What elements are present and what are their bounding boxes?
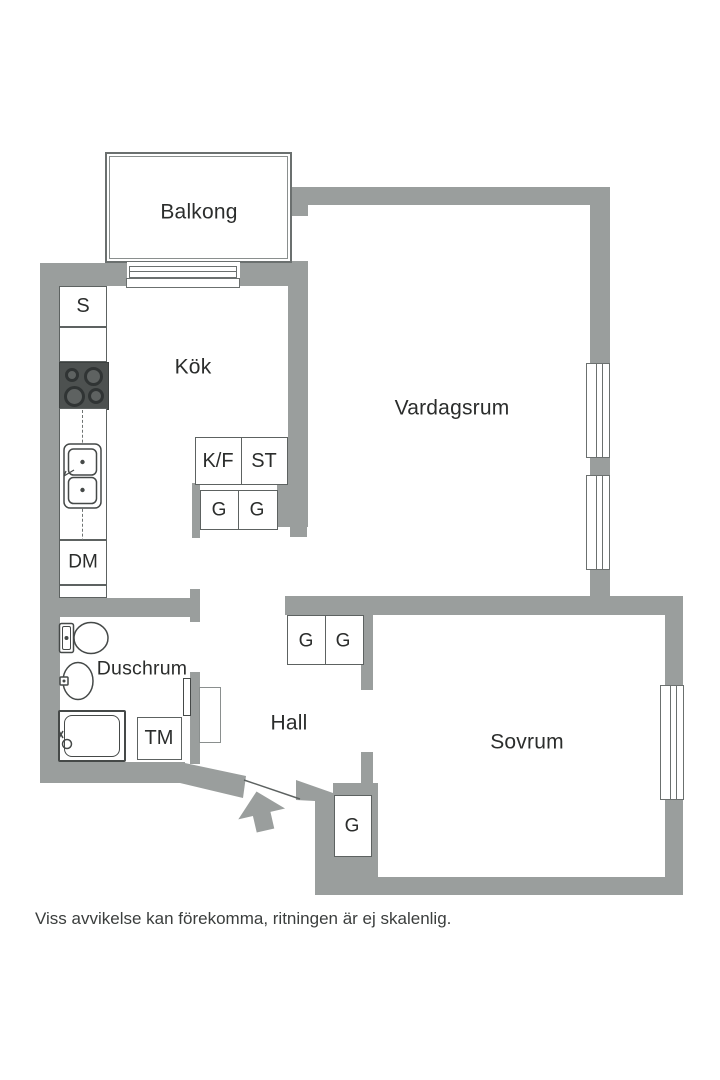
room-label-livingroom: Vardagsrum: [394, 396, 510, 420]
window-pane: [596, 364, 603, 457]
wall-kitchen-divider: [288, 261, 308, 485]
wall-right-outer-upper: [665, 596, 683, 685]
wall-livingroom-right-lower: [590, 568, 610, 598]
window-livingroom-2: [586, 475, 610, 570]
hall-cabinet-g1-box: [287, 615, 326, 665]
room-label-bedroom: Sovrum: [490, 730, 564, 754]
dishwasher-box: [59, 540, 107, 585]
shower-tray-inner: [64, 715, 120, 757]
fixture-label-kf: K/F: [202, 450, 234, 472]
stove-icon: [59, 362, 109, 410]
tall-cabinet-box: [240, 437, 288, 485]
fixture-label-hall-g2: G: [335, 630, 351, 652]
wall-shower-top-cap: [190, 589, 200, 622]
door-leaf: [199, 687, 221, 743]
door-frame: [183, 678, 191, 716]
wall-shower-right: [190, 672, 200, 764]
wall-top: [292, 187, 610, 205]
fixture-label-g1: G: [211, 499, 227, 521]
washbasin-icon: [59, 661, 94, 701]
room-label-kitchen: Kök: [174, 355, 212, 379]
fixture-label-hall-g1: G: [298, 630, 314, 652]
wall-entry-angled-left: [180, 762, 246, 798]
wall-right-outer-lower: [665, 800, 683, 895]
wall-between-windows: [590, 456, 610, 477]
room-label-hall: Hall: [270, 711, 308, 735]
wall-kitchen-divider-wide: [277, 485, 308, 527]
fixture-label-st: ST: [251, 450, 277, 472]
window-bedroom: [660, 685, 684, 800]
shower-tray: [58, 710, 126, 762]
burner: [88, 388, 104, 404]
wall-bedroom-door-lower-stub: [361, 752, 373, 790]
wall-livingroom-right-upper: [590, 205, 610, 365]
entry-door-line: [243, 779, 301, 800]
window-pane: [670, 686, 677, 799]
toilet-icon: [58, 621, 109, 655]
fixture-label-s: S: [76, 295, 90, 317]
wall-top-notch: [292, 205, 308, 216]
washing-machine-box: [137, 717, 182, 760]
wall-bottom: [315, 877, 683, 895]
room-label-showerroom: Duschrum: [96, 657, 188, 680]
window-livingroom-1: [586, 363, 610, 458]
burner: [65, 368, 79, 382]
wall-mid-horizontal: [285, 596, 683, 615]
fixture-label-g2: G: [249, 499, 265, 521]
wall-shower-bottom: [40, 762, 185, 783]
balcony-outline: [105, 152, 292, 263]
fixture-label-dm: DM: [68, 551, 98, 573]
kitchen-counter-box: [59, 408, 107, 540]
kitchen-counter-upper-box: [59, 327, 107, 362]
wall-entry-left: [315, 800, 333, 877]
closet-s-box: [59, 286, 107, 327]
room-label-balcony: Balkong: [160, 200, 238, 224]
wall-kf-stub: [192, 483, 200, 538]
burner: [84, 367, 103, 386]
entry-cabinet-g-box: [334, 795, 372, 857]
disclaimer-text: Viss avvikelse kan förekomma, ritningen …: [35, 909, 452, 928]
balcony-door-upper: [129, 266, 237, 278]
wall-kitchen-divider-foot: [290, 527, 307, 537]
wall-kitchen-top-left: [40, 263, 127, 286]
fixture-label-tm: TM: [144, 727, 174, 749]
burner: [64, 386, 85, 407]
balcony-door-lower: [126, 278, 240, 288]
kitchen-counter-lower-box: [59, 585, 107, 598]
kitchen-cabinet-g2-box: [237, 490, 278, 530]
wall-bedroom-door-upper-stub: [361, 615, 373, 690]
balcony-inner-line: [109, 156, 288, 259]
wall-shower-top: [55, 598, 200, 617]
hall-cabinet-g2-box: [324, 615, 364, 665]
wall-left-outer: [40, 263, 60, 783]
fixture-label-entry-g: G: [344, 815, 360, 837]
window-pane: [596, 476, 603, 569]
entrance-arrow-icon: [238, 791, 286, 833]
